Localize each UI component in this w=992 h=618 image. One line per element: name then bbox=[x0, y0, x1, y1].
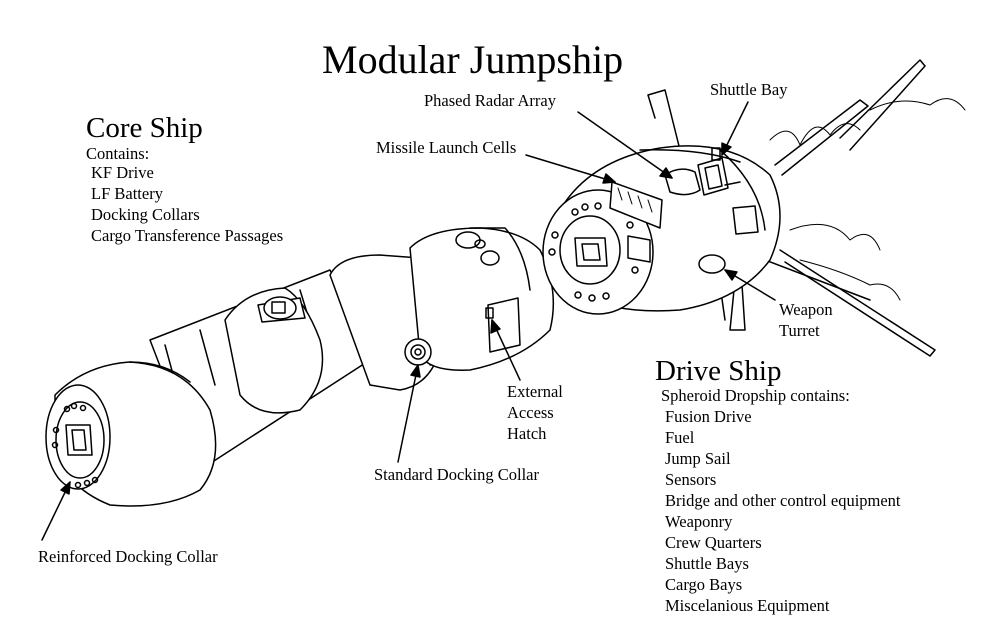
label-weapon-turret: Weapon Turret bbox=[779, 299, 833, 341]
list-item: LF Battery bbox=[91, 184, 163, 203]
label-line: Access bbox=[507, 403, 554, 422]
list-item: Shuttle Bays bbox=[665, 554, 749, 573]
label-shuttle-bay: Shuttle Bay bbox=[710, 80, 788, 99]
drive-ship-heading: Drive Ship bbox=[655, 355, 782, 387]
list-item: Cargo Bays bbox=[665, 575, 743, 594]
callout-arrows bbox=[41, 101, 776, 541]
list-item: Bridge and other control equipment bbox=[665, 491, 901, 510]
list-item: Docking Collars bbox=[91, 205, 200, 224]
label-line: Hatch bbox=[507, 424, 547, 443]
list-item: Jump Sail bbox=[665, 449, 731, 468]
label-external-access-hatch: External Access Hatch bbox=[507, 381, 563, 444]
core-ship-drawing bbox=[45, 227, 555, 507]
list-item: Sensors bbox=[665, 470, 717, 489]
drive-ship-drawing bbox=[542, 59, 966, 357]
label-line: External bbox=[507, 382, 563, 401]
list-item: Crew Quarters bbox=[665, 533, 762, 552]
list-item: Fuel bbox=[665, 428, 695, 447]
label-line: Weapon bbox=[779, 300, 833, 319]
core-ship-contents-list: KF Drive LF Battery Docking Collars Carg… bbox=[91, 162, 283, 246]
core-ship-heading: Core Ship bbox=[86, 112, 203, 144]
list-item: Cargo Transference Passages bbox=[91, 226, 284, 245]
list-item: KF Drive bbox=[91, 163, 154, 182]
list-item: Weaponry bbox=[665, 512, 733, 531]
label-reinforced-docking-collar: Reinforced Docking Collar bbox=[38, 547, 218, 566]
drive-ship-contents-list: Fusion Drive Fuel Jump Sail Sensors Brid… bbox=[665, 406, 901, 616]
list-item: Miscelanious Equipment bbox=[665, 596, 830, 615]
list-item: Fusion Drive bbox=[665, 407, 752, 426]
diagram-title: Modular Jumpship bbox=[322, 37, 624, 82]
label-standard-docking-collar: Standard Docking Collar bbox=[374, 465, 539, 484]
label-missile-launch-cells: Missile Launch Cells bbox=[376, 138, 517, 157]
drive-ship-subheading: Spheroid Dropship contains: bbox=[661, 386, 850, 405]
core-ship-subheading: Contains: bbox=[86, 144, 150, 163]
label-line: Turret bbox=[779, 321, 820, 340]
label-phased-radar-array: Phased Radar Array bbox=[424, 91, 556, 110]
